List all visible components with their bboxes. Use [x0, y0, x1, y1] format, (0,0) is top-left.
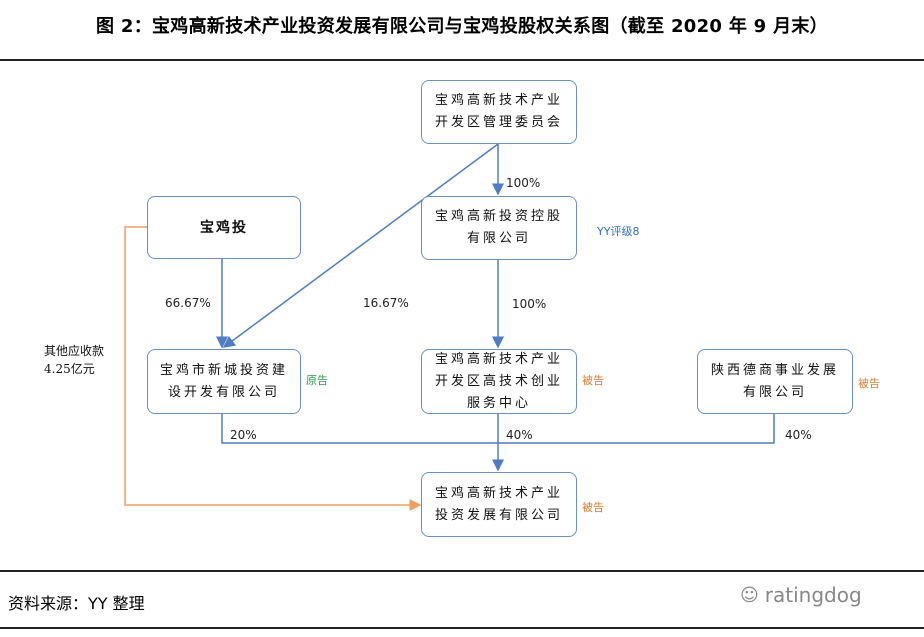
- edge-deshang-target: [498, 412, 775, 444]
- node-deshang: 陕西德商事业发展有限公司: [697, 349, 853, 414]
- edge-committee-xincheng: [222, 143, 499, 348]
- node-service: 宝鸡高新技术产业开发区高技术创业服务中心: [421, 349, 577, 414]
- page-title: 图 2：宝鸡高新技术产业投资发展有限公司与宝鸡投股权关系图（截至 2020 年 …: [96, 16, 828, 37]
- watermark: ☺ ratingdog: [740, 583, 862, 607]
- wechat-icon: ☺: [740, 584, 759, 606]
- edge-receivable: [124, 226, 422, 511]
- source-note: 资料来源：YY 整理: [8, 594, 145, 613]
- pct-deshang-target: 40%: [785, 428, 812, 442]
- rating-badge: YY评级8: [597, 225, 640, 238]
- tag-defendant-deshang: 被告: [858, 377, 880, 390]
- pct-baojitou-xincheng: 66.67%: [165, 296, 211, 310]
- pct-committee-xincheng: 16.67%: [363, 296, 409, 310]
- node-xincheng: 宝鸡市新城投资建设开发有限公司: [147, 349, 301, 414]
- tag-plaintiff: 原告: [306, 374, 328, 387]
- node-holding: 宝鸡高新投资控股有限公司: [421, 196, 577, 260]
- node-baojitou: 宝鸡投: [147, 196, 301, 259]
- edge-xincheng-target: [221, 412, 498, 444]
- tag-defendant-target: 被告: [582, 501, 604, 514]
- node-committee: 宝鸡高新技术产业开发区管理委员会: [421, 80, 577, 144]
- pct-committee-holding: 100%: [506, 176, 541, 190]
- pct-xincheng-target: 20%: [230, 428, 257, 442]
- pct-service-target: 40%: [506, 428, 533, 442]
- watermark-text: ratingdog: [764, 583, 862, 607]
- bottom-divider: [0, 570, 924, 572]
- receivable-note: 其他应收款 4.25亿元: [44, 344, 105, 376]
- pct-holding-service: 100%: [512, 297, 547, 311]
- footer-divider: [0, 627, 924, 629]
- node-target: 宝鸡高新技术产业投资发展有限公司: [421, 472, 577, 537]
- tag-defendant-service: 被告: [582, 374, 604, 387]
- top-divider: [0, 59, 924, 61]
